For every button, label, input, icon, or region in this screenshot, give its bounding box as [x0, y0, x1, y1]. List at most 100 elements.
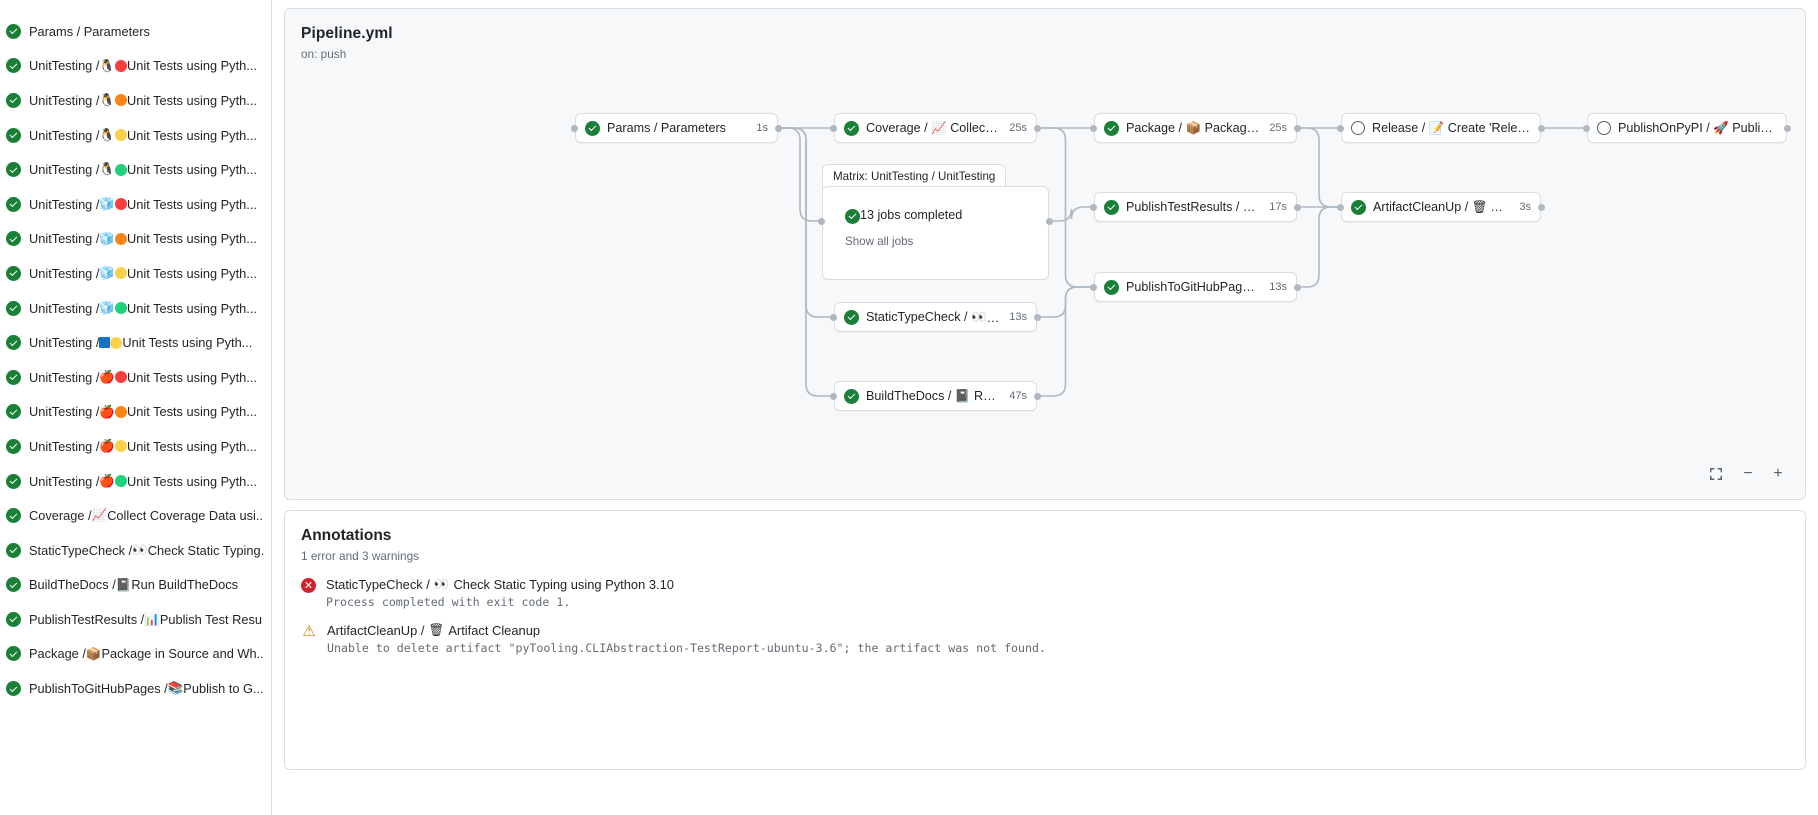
status-success — [6, 300, 21, 316]
annotation-message: Unable to delete artifact "pyTooling.CLI… — [327, 641, 1046, 655]
show-all-jobs-link[interactable]: Show all jobs — [845, 234, 914, 248]
sidebar-job-item[interactable]: UnitTesting / 🍎 Unit Tests using Pyth... — [0, 360, 271, 395]
node-duration: 3s — [1519, 201, 1531, 213]
sidebar-job-label: PublishToGitHubPages / 📚 Publish to G... — [29, 681, 263, 696]
graph-node-docs[interactable]: BuildTheDocs / 📓 Run Buil...47s — [834, 381, 1037, 411]
windows-box-icon: 🧊 — [99, 265, 115, 281]
dot-orange-icon — [115, 94, 127, 107]
sidebar-job-item[interactable]: Coverage / 📈 Collect Coverage Data usi..… — [0, 498, 271, 533]
memo-icon: 📝 — [1428, 121, 1445, 135]
wastebasket-icon: 🗑 — [1471, 200, 1488, 214]
apple-icon: 🍎 — [99, 473, 115, 488]
status-success — [844, 120, 859, 136]
node-port-in — [1090, 203, 1097, 211]
job-name-tail: Unit Tests using Pyth... — [127, 369, 257, 385]
check-circle-icon — [845, 208, 860, 224]
check-circle-icon — [6, 58, 21, 74]
node-port-out — [1034, 313, 1041, 321]
sidebar-job-item[interactable]: Package / 📦 Package in Source and Wh... — [0, 637, 271, 672]
node-label-text: Collect Cove... — [950, 121, 1002, 135]
chart-icon: 📈 — [91, 508, 108, 523]
check-circle-icon — [585, 120, 600, 136]
matrix-group-tab[interactable]: Matrix: UnitTesting / UnitTesting — [822, 164, 1007, 189]
job-name-prefix: UnitTesting / — [29, 162, 100, 178]
job-name-tail: Collect Coverage Data usi... — [107, 508, 263, 524]
annotation-text-block: StaticTypeCheck / 👀Check Static Typing u… — [326, 577, 674, 609]
notebook-icon: 📓 — [115, 577, 132, 592]
check-circle-icon — [6, 473, 21, 489]
zoom-controls[interactable]: − + — [1705, 463, 1789, 485]
sidebar-job-item[interactable]: Params / Parameters — [0, 14, 271, 49]
annotations-card: Annotations 1 error and 3 warnings ✕Stat… — [284, 510, 1806, 770]
check-circle-icon — [6, 300, 21, 316]
wastebasket-icon: 🗑 — [428, 622, 445, 638]
sidebar-job-item[interactable]: BuildTheDocs / 📓 Run BuildTheDocs — [0, 568, 271, 603]
annotation-heading: StaticTypeCheck / 👀Check Static Typing u… — [326, 577, 674, 592]
status-success — [6, 127, 21, 143]
graph-node-coverage[interactable]: Coverage / 📈 Collect Cove...25s — [834, 113, 1037, 143]
sidebar-job-item[interactable]: UnitTesting / 🐧 Unit Tests using Pyth... — [0, 83, 271, 118]
annotation-message: Process completed with exit code 1. — [326, 595, 571, 609]
sidebar-job-item[interactable]: PublishTestResults / 📊 Publish Test Resu… — [0, 602, 271, 637]
sidebar-job-item[interactable]: UnitTesting / 🧊 Unit Tests using Pyth... — [0, 291, 271, 326]
job-name-tail: Unit Tests using Pyth... — [127, 162, 257, 178]
graph-node-ghpages[interactable]: PublishToGitHubPages / 📚 ...13s — [1094, 272, 1297, 302]
annotation-severity-error: ✕ — [301, 578, 316, 609]
sidebar-job-item[interactable]: UnitTesting / 🧊 Unit Tests using Pyth... — [0, 187, 271, 222]
matrix-summary-row[interactable]: 13 jobs completed — [823, 187, 1048, 224]
rocket-icon: 🚀 — [1713, 121, 1729, 135]
graph-node-pypi[interactable]: PublishOnPyPI / 🚀 Publish to ... — [1587, 113, 1787, 143]
job-name-tail: Unit Tests using Pyth... — [122, 335, 253, 351]
dot-red-icon — [115, 59, 127, 72]
node-port-in — [830, 124, 837, 132]
graph-node-label: Package / 📦 Package in So... — [1126, 121, 1261, 135]
sidebar-job-item[interactable]: UnitTesting / 🍎 Unit Tests using Pyth... — [0, 395, 271, 430]
sidebar-job-item[interactable]: UnitTesting / 🐧 Unit Tests using Pyth... — [0, 152, 271, 187]
dot-yellow-icon — [115, 129, 127, 142]
sidebar-job-label: UnitTesting / 🍎 Unit Tests using Pyth... — [29, 370, 257, 385]
graph-node-cleanup[interactable]: ArtifactCleanUp / 🗑 Artifac...3s — [1341, 192, 1541, 222]
sidebar-job-item[interactable]: UnitTesting / 🧊 Unit Tests using Pyth... — [0, 256, 271, 291]
zoom-in-button[interactable]: + — [1773, 465, 1783, 482]
job-name-prefix: UnitTesting / — [29, 196, 100, 212]
sidebar-job-label: UnitTesting / 🐧 Unit Tests using Pyth... — [29, 93, 257, 108]
graph-node-typecheck[interactable]: StaticTypeCheck / 👀 Chec...13s — [834, 302, 1037, 332]
sidebar-job-label: PublishTestResults / 📊 Publish Test Resu… — [29, 612, 263, 627]
node-prefix: PublishTestResults / — [1126, 200, 1243, 214]
zoom-out-button[interactable]: − — [1743, 465, 1753, 482]
sidebar-job-item[interactable]: PublishToGitHubPages / 📚 Publish to G... — [0, 671, 271, 706]
sidebar-job-label: UnitTesting / 🐧 Unit Tests using Pyth... — [29, 58, 257, 73]
sidebar-job-item[interactable]: StaticTypeCheck / 👀 Check Static Typing.… — [0, 533, 271, 568]
graph-node-package[interactable]: Package / 📦 Package in So...25s — [1094, 113, 1297, 143]
sidebar-job-item[interactable]: UnitTesting / 🐧 Unit Tests using Pyth... — [0, 49, 271, 84]
node-port-in — [1337, 203, 1344, 211]
penguin-icon: 🐧 — [99, 127, 115, 142]
status-success — [6, 196, 21, 212]
graph-node-testresults[interactable]: PublishTestResults / 📊 Pu...17s — [1094, 192, 1297, 222]
sidebar-job-item[interactable]: UnitTesting / 🍎 Unit Tests using Pyth... — [0, 464, 271, 499]
job-name-tail: Unit Tests using Pyth... — [127, 127, 257, 143]
check-circle-icon — [6, 508, 21, 524]
node-prefix: Release / — [1372, 121, 1429, 135]
matrix-port-out — [1046, 218, 1053, 225]
sidebar-job-item[interactable]: UnitTesting / 🧊 Unit Tests using Pyth... — [0, 222, 271, 257]
node-label-text: Run Buil... — [973, 389, 1001, 403]
node-port-out — [1294, 124, 1301, 132]
status-success — [6, 335, 21, 351]
eyes-icon: 👀 — [971, 310, 987, 324]
sidebar-job-item[interactable]: UnitTesting / 🐧 Unit Tests using Pyth... — [0, 118, 271, 153]
status-success — [1104, 199, 1119, 215]
check-circle-icon — [6, 611, 21, 627]
annotation-item[interactable]: ✕ StaticTypeCheck / 👀Check Static Typing … — [285, 563, 1805, 609]
sidebar-job-item[interactable]: UnitTesting / Unit Tests using Pyth... — [0, 325, 271, 360]
sidebar-job-item[interactable]: UnitTesting / 🍎 Unit Tests using Pyth... — [0, 429, 271, 464]
graph-node-release[interactable]: Release / 📝 Create 'Release P... — [1341, 113, 1541, 143]
fit-screen-icon[interactable] — [1705, 463, 1727, 485]
node-port-out — [1034, 392, 1041, 400]
